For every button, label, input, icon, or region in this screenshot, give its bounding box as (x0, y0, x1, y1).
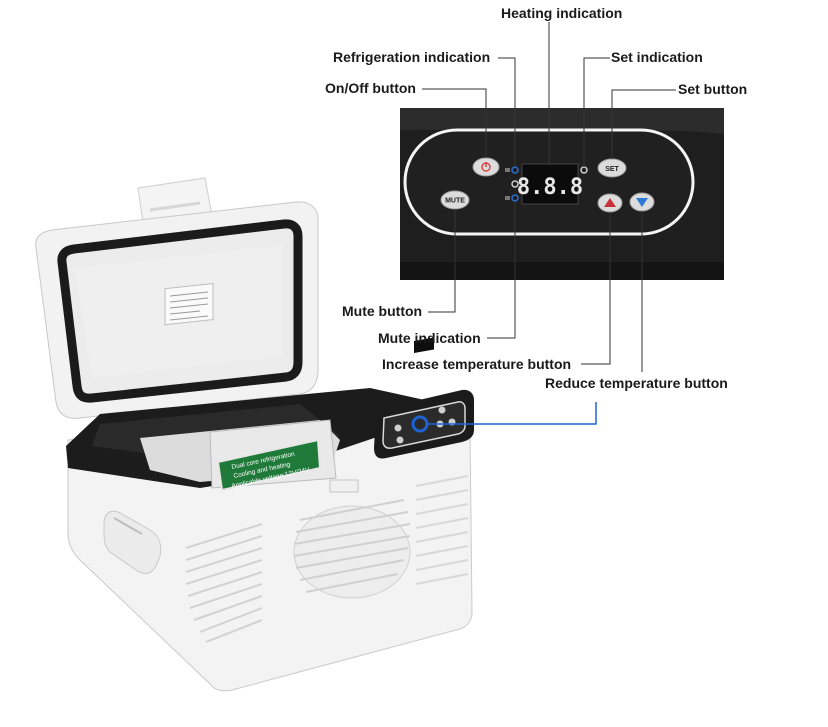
decrease-key[interactable] (629, 192, 655, 212)
led-display (521, 163, 579, 205)
set-key-label: SET (605, 166, 619, 173)
feature-sticker: Dual core refrigeration Cooling and heat… (216, 438, 322, 492)
lid-spec-label (164, 283, 214, 326)
zoomed-control-panel: 8.8.8 MUTE SET (400, 108, 724, 280)
label-mute-indication: Mute indication (378, 330, 481, 346)
side-fan-grille (293, 475, 469, 599)
label-increase-temperature: Increase temperature button (382, 356, 571, 372)
increase-key[interactable] (597, 193, 623, 213)
label-onoff-button: On/Off button (325, 80, 416, 96)
callout-labels: Heating indication Refrigeration indicat… (325, 5, 747, 391)
mute-key[interactable]: MUTE (440, 190, 470, 210)
triangle-down-icon (636, 198, 648, 207)
side-handle (103, 510, 162, 574)
front-latch (329, 479, 359, 493)
label-mute-button: Mute button (342, 303, 422, 319)
label-set-button: Set button (678, 81, 747, 97)
label-set-indication: Set indication (611, 49, 703, 65)
onoff-button[interactable] (472, 157, 500, 177)
cooler-box: Dual core refrigeration Cooling and heat… (35, 177, 474, 692)
display-digits: 8.8.8 (517, 175, 583, 200)
label-heating-indication: Heating indication (501, 5, 622, 21)
label-refrigeration-indication: Refrigeration indication (333, 49, 490, 65)
box-control-panel (374, 337, 474, 459)
leader-lines (422, 22, 676, 425)
triangle-up-icon (604, 198, 616, 207)
label-reduce-temperature: Reduce temperature button (545, 375, 728, 391)
heating-led (511, 180, 519, 188)
mute-key-label: MUTE (445, 198, 465, 205)
set-key[interactable]: SET (597, 158, 627, 178)
front-vent-grille (185, 523, 263, 643)
